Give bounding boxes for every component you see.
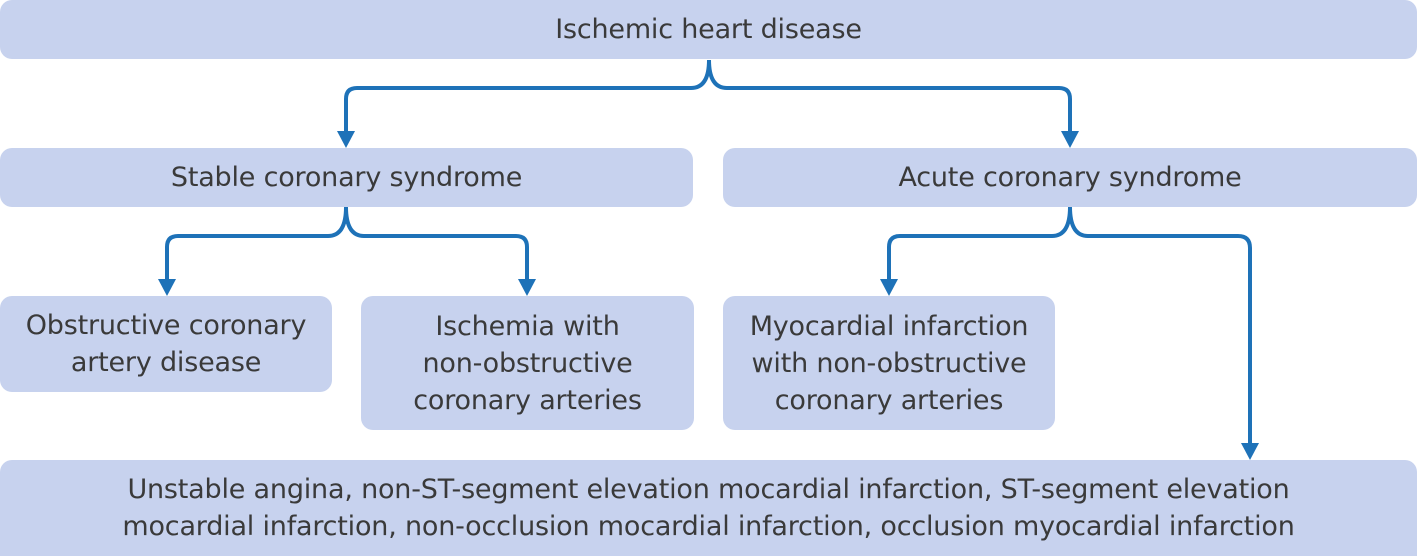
edge-root-to-stable <box>344 59 711 134</box>
node-label-line: coronary arteries <box>413 384 642 416</box>
node-acs-types: Unstable angina, non-ST-segment elevatio… <box>0 460 1417 556</box>
node-ischemic-heart-disease: Ischemic heart disease <box>0 0 1417 59</box>
edge-stable-to-obstructive <box>165 206 348 282</box>
node-label-line: with non-obstructive <box>751 347 1027 379</box>
node-mi-non-obstructive: Myocardial infarction with non-obstructi… <box>723 296 1055 430</box>
edge-stable-to-inoca <box>344 206 529 282</box>
arrowhead-obstructive <box>158 279 176 296</box>
node-stable-coronary-syndrome: Stable coronary syndrome <box>0 148 693 207</box>
node-label: Ischemic heart disease <box>555 14 862 45</box>
node-label-line: Obstructive coronary <box>25 310 307 341</box>
node-label: Stable coronary syndrome <box>170 162 523 193</box>
edge-acute-to-minoca <box>887 206 1072 282</box>
arrowhead-minoca <box>880 279 898 296</box>
arrowhead-inoca <box>518 279 536 296</box>
arrowhead-acute <box>1061 131 1079 148</box>
node-obstructive-coronary-artery-disease: Obstructive coronary artery disease <box>0 296 332 392</box>
node-acute-coronary-syndrome: Acute coronary syndrome <box>723 148 1417 207</box>
node-ischemia-non-obstructive: Ischemia with non-obstructive coronary a… <box>361 296 694 430</box>
node-label-line: Ischemia with <box>435 310 620 342</box>
node-label-line: Myocardial infarction <box>749 310 1029 342</box>
node-label-line: Unstable angina, non-ST-segment elevatio… <box>127 474 1290 505</box>
node-label-line: coronary arteries <box>774 384 1004 416</box>
node-label-line: artery disease <box>70 347 262 378</box>
arrowhead-acs-types <box>1241 443 1259 460</box>
edge-root-to-acute <box>707 59 1072 134</box>
arrowhead-stable <box>337 131 355 148</box>
edge-acute-to-acs-types <box>1068 206 1252 446</box>
node-label-line: mocardial infarction, non-occlusion moca… <box>122 511 1295 542</box>
node-label-line: non-obstructive <box>422 347 633 379</box>
node-label: Acute coronary syndrome <box>898 162 1242 193</box>
